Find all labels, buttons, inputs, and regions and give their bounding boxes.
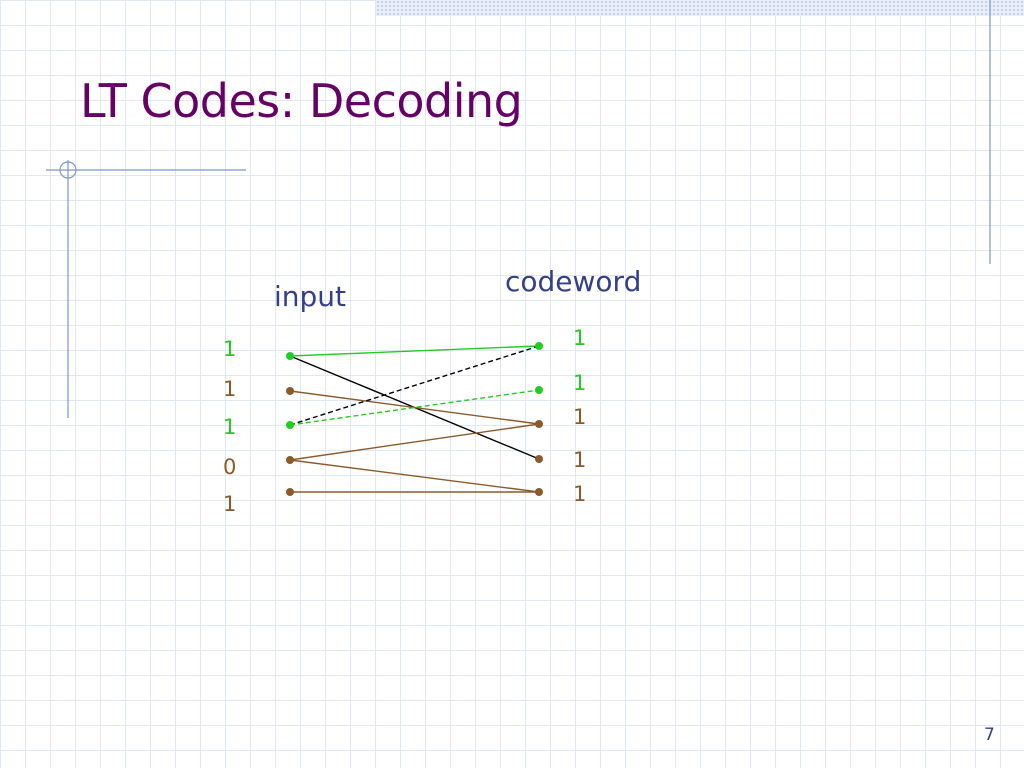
edge-solid-5 bbox=[289, 423, 540, 461]
input-bit-0: 1 bbox=[223, 337, 237, 361]
input-bit-3: 0 bbox=[223, 455, 237, 479]
edge-solid-2 bbox=[289, 390, 540, 425]
codeword-bit-3: 1 bbox=[573, 448, 587, 472]
codeword-node-0 bbox=[535, 342, 543, 350]
slide-title: LT Codes: Decoding bbox=[80, 74, 523, 128]
input-node-0 bbox=[286, 352, 294, 360]
edges-layer bbox=[289, 345, 540, 493]
codeword-bit-2: 1 bbox=[573, 405, 587, 429]
input-node-4 bbox=[286, 488, 294, 496]
nodes-layer bbox=[286, 342, 543, 496]
input-bit-2: 1 bbox=[223, 415, 237, 439]
input-node-3 bbox=[286, 456, 294, 464]
edge-solid-0 bbox=[289, 345, 540, 357]
rule-corner-ring bbox=[59, 161, 77, 179]
edge-solid-6 bbox=[289, 459, 540, 493]
page-number: 7 bbox=[984, 725, 995, 745]
input-bit-4: 1 bbox=[223, 492, 237, 516]
slide-decoration bbox=[46, 0, 991, 418]
codeword-node-2 bbox=[535, 420, 543, 428]
codeword-column-label: codeword bbox=[505, 265, 642, 298]
codeword-node-3 bbox=[535, 455, 543, 463]
codeword-bit-4: 1 bbox=[573, 482, 587, 506]
input-column-label: input bbox=[274, 280, 347, 313]
input-node-2 bbox=[286, 421, 294, 429]
input-node-1 bbox=[286, 387, 294, 395]
input-bit-1: 1 bbox=[223, 377, 237, 401]
codeword-node-4 bbox=[535, 488, 543, 496]
codeword-node-1 bbox=[535, 386, 543, 394]
top-decorative-band bbox=[376, 0, 1024, 16]
edge-dashed-3 bbox=[289, 345, 540, 426]
edge-dashed-4 bbox=[289, 389, 540, 426]
codeword-bit-1: 1 bbox=[573, 371, 587, 395]
codeword-bit-0: 1 bbox=[573, 326, 587, 350]
